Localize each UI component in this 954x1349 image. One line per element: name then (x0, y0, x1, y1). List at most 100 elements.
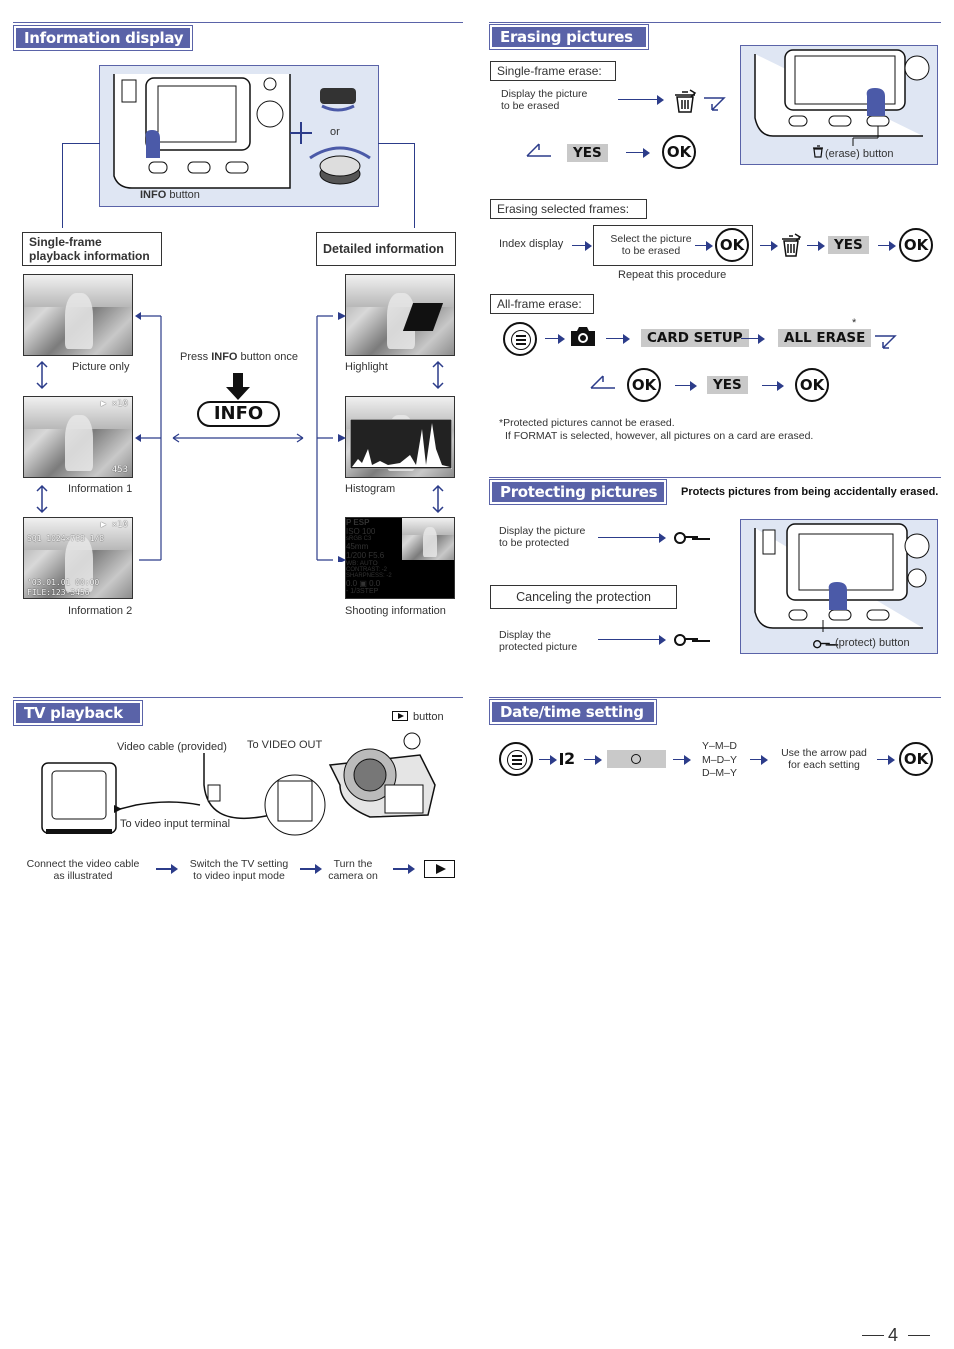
protect-key-icon (813, 640, 831, 649)
protect-button-caption: (protect) button (835, 637, 910, 649)
flow-arrow (741, 334, 765, 344)
playback-icon (392, 711, 408, 721)
to-video-input-label: To video input terminal (120, 818, 231, 830)
photo-shooting-info: P ESP ISO 100 sRGB C3 45mm 1/200 F5.6 WB… (345, 517, 455, 599)
flow-arrow (598, 533, 666, 543)
info-button-big[interactable]: INFO (197, 401, 280, 427)
trash-icon (675, 89, 697, 113)
flow-arrow (695, 241, 713, 251)
section-rule (489, 477, 941, 478)
connector (414, 143, 415, 228)
menu-button[interactable] (503, 322, 537, 356)
flow-arrow (760, 241, 778, 251)
page-rule (862, 1335, 884, 1336)
page-rule (908, 1335, 930, 1336)
protect-key-icon (674, 634, 700, 646)
caption-histogram: Histogram (345, 483, 396, 495)
playback-button[interactable] (424, 860, 455, 878)
ok-button[interactable]: OK (627, 368, 661, 402)
asterisk: * (852, 317, 857, 329)
photo-highlight (345, 274, 455, 356)
photo-picture-only (23, 274, 133, 356)
continue-arrow (526, 143, 551, 157)
caption-picture-only: Picture only (72, 361, 130, 373)
flow-arrow (626, 148, 650, 158)
photo-histogram (345, 396, 455, 478)
flow-arrow (618, 95, 664, 105)
all-erase-button[interactable]: ALL ERASE (778, 329, 872, 347)
caption-highlight: Highlight (345, 361, 388, 373)
down-arrow-icon (226, 373, 250, 400)
erase-button-illustration: (erase) button (740, 45, 938, 165)
flow-arrow (807, 241, 825, 251)
caption-shooting-info: Shooting information (345, 605, 446, 617)
menu-button[interactable] (499, 742, 533, 776)
ok-button[interactable]: OK (899, 228, 933, 262)
updown-arrow (36, 360, 48, 390)
repeat-procedure: Repeat this procedure (618, 269, 727, 281)
section-rule (13, 697, 463, 698)
flow-arrow (878, 241, 896, 251)
flow-arrow (877, 755, 895, 765)
selected-frames-label: Erasing selected frames: (490, 199, 647, 219)
flow-arrow (539, 755, 557, 765)
next-step-arrow (704, 97, 726, 111)
trash-icon (813, 145, 823, 158)
section-rule (489, 697, 941, 698)
updown-arrow (432, 360, 444, 390)
yes-button[interactable]: YES (567, 144, 608, 162)
ok-button[interactable]: OK (715, 228, 749, 262)
flow-arrow (156, 864, 178, 874)
section-header-datetime: Date/time setting (489, 699, 657, 725)
flow-arrow (300, 864, 322, 874)
erase-button-caption: (erase) button (825, 148, 894, 160)
info-button-caption: INFO button (140, 189, 200, 201)
section-header-erasing: Erasing pictures (489, 24, 649, 50)
connector (62, 143, 63, 228)
flow-arrow (606, 334, 630, 344)
flow-arrow (393, 864, 415, 874)
section-header-info-display: Information display (13, 25, 193, 51)
page-number: 4 (888, 1325, 899, 1345)
card-setup-button[interactable]: CARD SETUP (641, 329, 749, 347)
section-rule (489, 22, 941, 23)
ok-button[interactable]: OK (795, 368, 829, 402)
yes-button[interactable]: YES (828, 236, 869, 254)
section-header-tv-playback: TV playback (13, 700, 143, 726)
or-label: or (330, 126, 340, 138)
playback-button-caption: button (413, 711, 444, 723)
connector (62, 143, 100, 144)
ok-button[interactable]: OK (899, 742, 933, 776)
photo-information-1: ▶ ×10 453 (23, 396, 133, 478)
yes-button[interactable]: YES (707, 376, 748, 394)
flow-arrow (598, 635, 666, 645)
connector (378, 143, 415, 144)
flow-arrowheads (338, 312, 346, 562)
tv-connection-illustration (41, 732, 436, 836)
flow-arrow (545, 334, 565, 344)
video-cable-label: Video cable (provided) (117, 741, 227, 753)
caption-information-2: Information 2 (68, 605, 133, 617)
clock-menu-item[interactable] (607, 750, 666, 768)
section-header-protecting: Protecting pictures (489, 479, 667, 505)
trash-icon (782, 233, 802, 257)
clock-icon (631, 754, 641, 764)
updown-arrow (432, 484, 444, 514)
press-info-text: Press INFO button once (180, 351, 299, 363)
ok-button[interactable]: OK (662, 135, 696, 169)
camera-back-illustration: or INFO button (99, 65, 379, 207)
setup-tab-2[interactable]: 2 (560, 749, 575, 768)
camera-icon (571, 327, 595, 346)
updown-arrow (36, 484, 48, 514)
flow-arrow (762, 381, 784, 391)
flow-arrow (584, 755, 602, 765)
detailed-title: Detailed information (316, 232, 456, 266)
caption-information-1: Information 1 (68, 483, 133, 495)
